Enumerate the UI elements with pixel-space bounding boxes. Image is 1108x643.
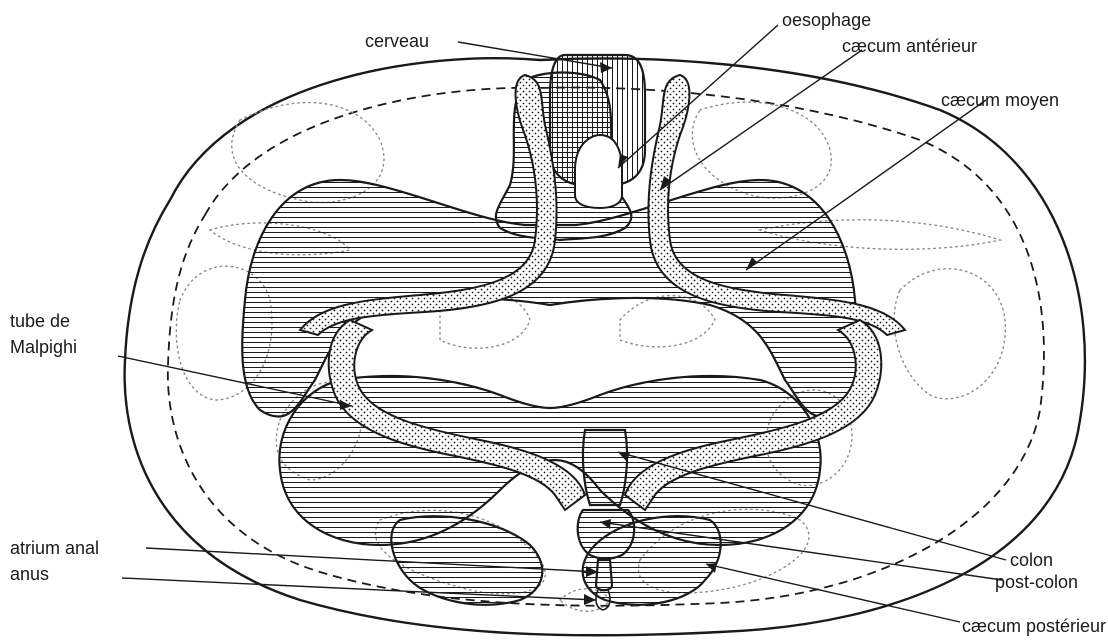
label-caecum-posterieur: cæcum postérieur [962, 616, 1106, 636]
label-cerveau: cerveau [365, 31, 429, 51]
label-post-colon: post-colon [995, 572, 1078, 592]
oesophagus-opening [575, 135, 622, 208]
label-colon: colon [1010, 550, 1053, 570]
post-colon [578, 510, 634, 559]
label-oesophage: oesophage [782, 10, 871, 30]
label-tube-de-malpighi-2: Malpighi [10, 337, 77, 357]
colon [583, 430, 627, 505]
label-atrium-anal: atrium anal [10, 538, 99, 558]
label-tube-de-malpighi-1: tube de [10, 311, 70, 331]
label-caecum-anterieur: cæcum antérieur [842, 36, 977, 56]
anal-atrium [596, 560, 612, 590]
label-caecum-moyen: cæcum moyen [941, 90, 1059, 110]
label-anus: anus [10, 564, 49, 584]
